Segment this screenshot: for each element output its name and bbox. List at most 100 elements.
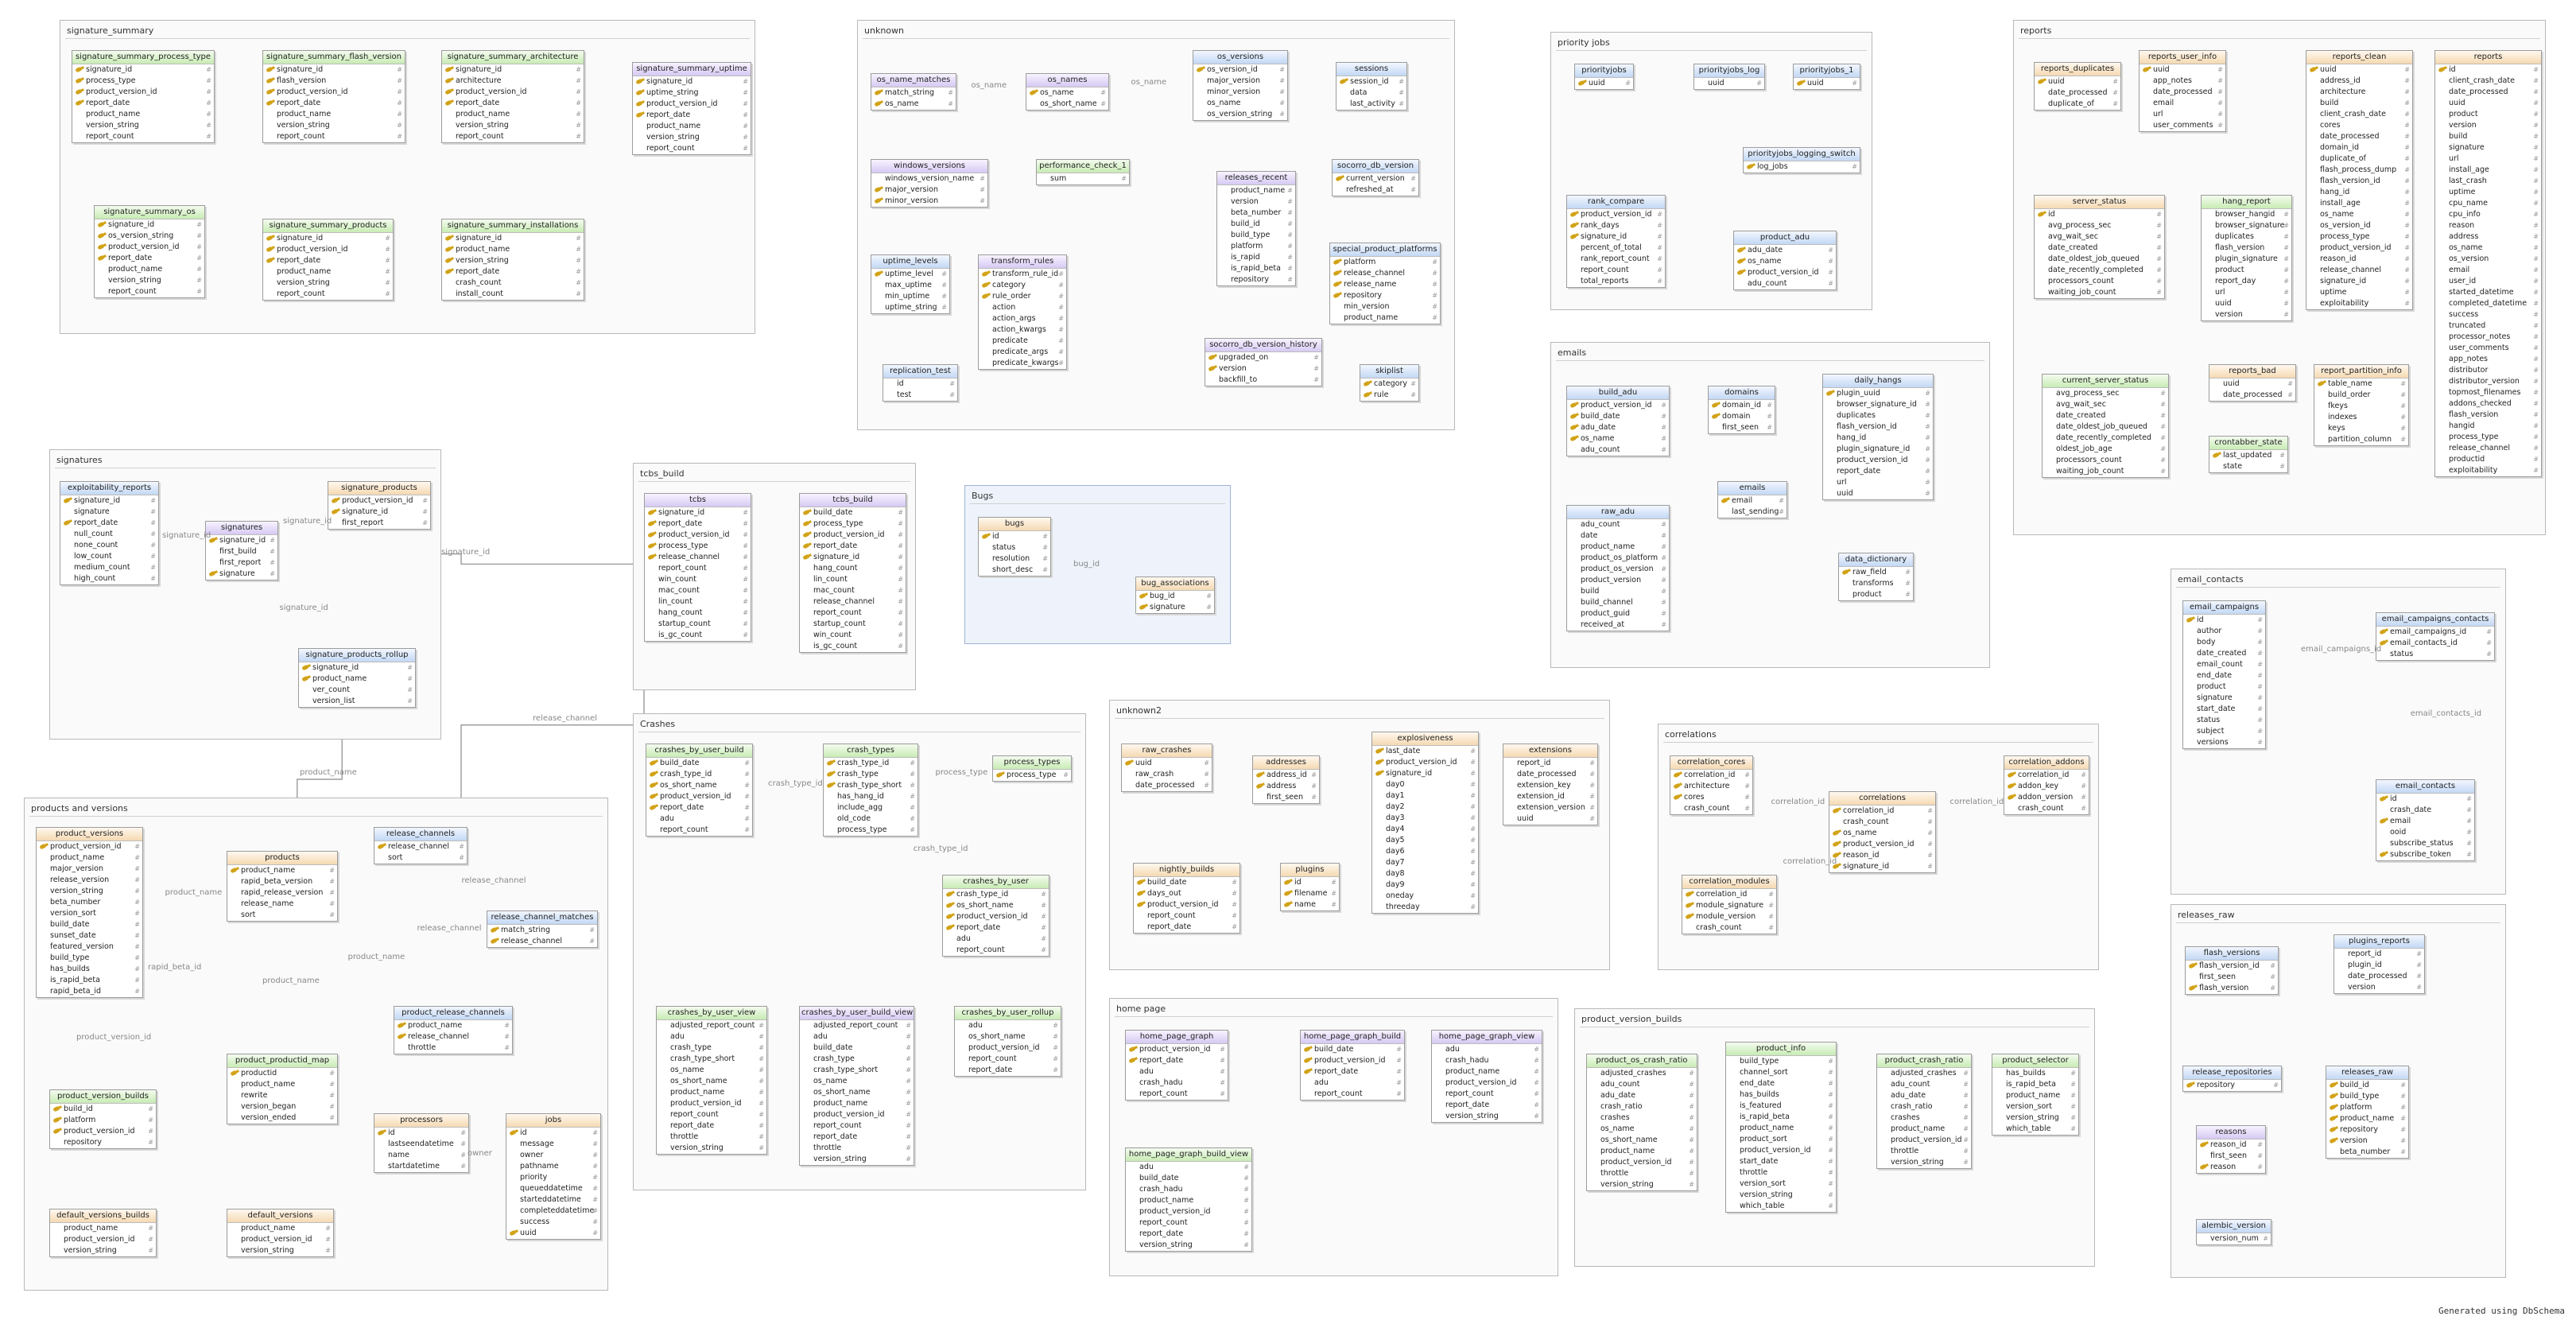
table-column[interactable]: version# [2202, 309, 2291, 320]
table-column[interactable]: first_report# [328, 518, 430, 529]
table-column[interactable]: build_id# [2326, 1080, 2408, 1091]
table-column[interactable]: signature_id# [2306, 276, 2412, 287]
table-column[interactable]: adu# [955, 1020, 1061, 1031]
table-column[interactable]: product_name# [1126, 1195, 1251, 1206]
table-column[interactable]: version# [2334, 982, 2424, 993]
table-column[interactable]: day1# [1372, 790, 1478, 802]
table-column[interactable]: uuid# [1694, 78, 1764, 89]
table-column[interactable]: product_version_id# [263, 244, 393, 255]
table-header[interactable]: domains [1709, 386, 1775, 400]
table-column[interactable]: adu_date# [1877, 1090, 1971, 1101]
table-column[interactable]: build# [2435, 131, 2541, 142]
table-column[interactable]: domain_id# [2306, 142, 2412, 153]
table-column[interactable]: old_code# [824, 813, 918, 825]
table-column[interactable]: startup_count# [800, 619, 906, 630]
table-column[interactable]: product_name# [1432, 1066, 1542, 1077]
table-column[interactable]: report_date# [657, 1120, 766, 1132]
table-column[interactable]: uptime# [2306, 287, 2412, 298]
table-column[interactable]: adu_date# [1587, 1090, 1697, 1101]
table-column[interactable]: cores# [1670, 792, 1752, 803]
table-header[interactable]: release_channel_matches [487, 911, 597, 925]
table-column[interactable]: product_version_id# [1877, 1135, 1971, 1146]
table-column[interactable]: version_string# [37, 886, 142, 897]
table-column[interactable]: date_oldest_job_queued# [2043, 421, 2168, 433]
table-column[interactable]: date# [1567, 530, 1669, 542]
table-column[interactable]: os_short_name# [1026, 99, 1108, 110]
table-column[interactable]: exploitability# [2435, 465, 2541, 476]
table-column[interactable]: report_date# [72, 98, 214, 109]
table-column[interactable]: product_name# [1330, 313, 1440, 324]
table-column[interactable]: email_contacts_id# [2376, 638, 2494, 649]
table-column[interactable]: oldest_job_age# [2043, 444, 2168, 455]
table-column[interactable]: table_name# [2314, 379, 2408, 390]
table-column[interactable]: report_date# [800, 541, 906, 552]
table-column[interactable]: adjusted_crashes# [1877, 1068, 1971, 1079]
table-column[interactable]: is_rapid# [1217, 252, 1295, 263]
table-column[interactable]: low_count# [60, 551, 158, 562]
table-column[interactable]: last_activity# [1336, 99, 1406, 110]
table-column[interactable]: productid# [2435, 454, 2541, 465]
table-column[interactable]: beta_number# [37, 897, 142, 908]
table-column[interactable]: exploitability# [2306, 298, 2412, 309]
table-column[interactable]: signature# [2183, 693, 2265, 704]
table-column[interactable]: version_string# [800, 1154, 914, 1165]
table-column[interactable]: signature_id# [800, 552, 906, 563]
table-column[interactable]: uptime_string# [633, 87, 751, 99]
table-column[interactable]: extension_version# [1503, 802, 1597, 813]
table-column[interactable]: product_version_id# [1126, 1206, 1251, 1217]
table-column[interactable]: flash_version# [2186, 983, 2278, 994]
table-column[interactable]: id# [979, 531, 1050, 542]
table-column[interactable]: product_name# [1217, 185, 1295, 196]
table-column[interactable]: build# [1567, 586, 1669, 597]
table-header[interactable]: priorityjobs_1 [1794, 64, 1860, 78]
table-column[interactable]: productid# [227, 1068, 337, 1079]
table-column[interactable]: process_type# [993, 770, 1071, 781]
table-column[interactable]: current_version# [1333, 173, 1418, 184]
table-column[interactable]: last_crash# [2435, 176, 2541, 187]
table-column[interactable]: adu# [646, 813, 752, 825]
table-column[interactable]: first_report# [206, 557, 277, 569]
table-column[interactable]: date_processed# [2209, 390, 2295, 401]
table-header[interactable]: hang_report [2202, 196, 2291, 209]
table-column[interactable]: crash_count# [1682, 922, 1776, 934]
table-column[interactable]: signature_id# [263, 64, 405, 76]
table-column[interactable]: adu# [1301, 1077, 1404, 1089]
table-column[interactable]: upgraded_on# [1205, 352, 1321, 363]
table-column[interactable]: domain_id# [1709, 400, 1775, 411]
table-column[interactable]: url# [2202, 287, 2291, 298]
table-column[interactable]: report_count# [1134, 910, 1240, 922]
table-column[interactable]: product_version_id# [328, 495, 430, 507]
table-column[interactable]: avg_process_sec# [2035, 220, 2164, 231]
table-column[interactable]: has_builds# [1726, 1089, 1836, 1101]
table-column[interactable]: adu# [1432, 1044, 1542, 1055]
table-column[interactable]: id# [374, 1128, 468, 1139]
table-column[interactable]: adu# [1126, 1066, 1228, 1077]
table-column[interactable]: report_count# [633, 143, 751, 154]
table-column[interactable]: report_date# [442, 266, 584, 278]
table-column[interactable]: signature_id# [1567, 231, 1665, 243]
table-column[interactable]: resolution# [979, 553, 1050, 565]
table-header[interactable]: daily_hangs [1823, 375, 1933, 388]
table-column[interactable]: day6# [1372, 846, 1478, 857]
table-column[interactable]: report_date# [800, 1132, 914, 1143]
table-column[interactable]: os_version_string# [95, 231, 204, 242]
table-column[interactable]: crash_ratio# [1587, 1101, 1697, 1112]
table-column[interactable]: os_name# [1734, 256, 1836, 267]
table-column[interactable]: product# [2435, 109, 2541, 120]
table-column[interactable]: report_date# [263, 255, 393, 266]
table-column[interactable]: report_date# [263, 98, 405, 109]
